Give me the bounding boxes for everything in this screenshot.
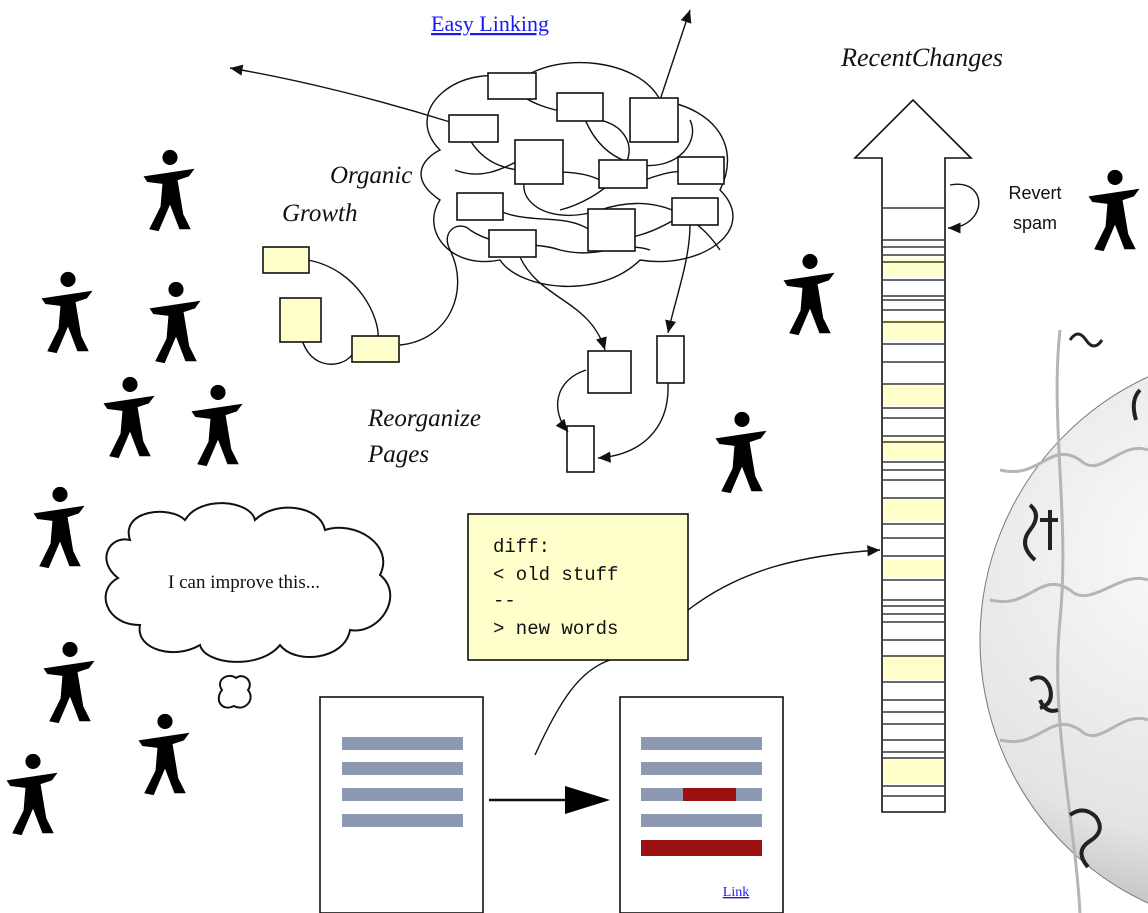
person-icon <box>143 149 195 232</box>
wiki-page-node <box>587 208 636 252</box>
revert-arrow-icon <box>947 183 980 234</box>
arrow-icon <box>565 786 610 814</box>
person-icon <box>33 486 85 569</box>
change-entry-highlight <box>883 500 944 522</box>
easy-linking-label[interactable]: Easy Linking <box>431 11 549 36</box>
diff-box: diff: < old stuff -- > new words <box>467 513 689 661</box>
wiki-page-node <box>556 92 604 122</box>
diff-callout-line <box>534 659 611 756</box>
new-page-node <box>262 246 310 274</box>
arrow-icon <box>659 9 692 101</box>
organic-label-line2: Growth <box>282 200 357 227</box>
change-entry-highlight <box>883 440 944 460</box>
thought-cloud-icon <box>104 502 392 709</box>
person-icon <box>715 411 767 494</box>
diff-to-changes-arrow <box>687 545 881 611</box>
person-icon <box>783 253 835 336</box>
recent-changes-title: RecentChanges <box>840 43 1003 72</box>
change-entry-highlight <box>883 385 944 405</box>
diff-line-1: diff: <box>493 536 550 558</box>
revert-label-line1: Revert <box>1008 183 1061 203</box>
page-link-cloud <box>229 9 734 351</box>
change-entry-highlight <box>883 320 944 340</box>
wiki-page-node <box>566 425 595 473</box>
revert-label-line2: spam <box>1013 213 1057 233</box>
person-icon <box>103 376 155 459</box>
globe-icon <box>979 329 1148 913</box>
wiki-page-node <box>456 192 504 221</box>
recent-changes-column <box>853 98 973 813</box>
reorganized-pages <box>555 335 685 473</box>
diff-line-2: < old stuff <box>493 564 618 586</box>
wiki-page-node <box>598 159 648 189</box>
diff-line-3: -- <box>493 590 516 612</box>
wiki-page-node <box>629 97 679 143</box>
arrow-icon <box>229 64 451 123</box>
page-link[interactable]: Link <box>723 885 749 900</box>
new-page-node <box>279 297 322 343</box>
change-entry-highlight <box>883 560 944 578</box>
person-icon <box>149 281 201 364</box>
organic-growth-pages <box>262 225 471 365</box>
wiki-page-node <box>677 156 725 185</box>
person-icon <box>41 271 93 354</box>
change-entry-highlight <box>883 258 944 276</box>
change-entry-highlight <box>883 655 944 680</box>
wiki-page-node <box>488 229 537 258</box>
change-entry-highlight <box>883 760 944 784</box>
person-icon <box>43 641 95 724</box>
thought-text: I can improve this... <box>168 572 320 593</box>
person-icon <box>138 713 190 796</box>
person-icon <box>6 753 58 836</box>
reorganize-label-line2: Pages <box>367 441 429 468</box>
person-icon <box>1088 169 1140 252</box>
wiki-page-node <box>448 114 499 143</box>
wiki-page-node <box>514 139 564 185</box>
wiki-page-node <box>587 350 632 394</box>
reorganize-label-line1: Reorganize <box>367 405 481 432</box>
page-before <box>319 696 484 913</box>
change-entries <box>883 207 944 797</box>
page-after <box>619 696 784 913</box>
new-page-node <box>351 335 400 363</box>
organic-label-line1: Organic <box>330 162 412 189</box>
person-icon <box>191 384 243 467</box>
diff-line-4: > new words <box>493 618 618 640</box>
wiki-page-node <box>656 335 685 384</box>
wiki-page-node <box>671 197 719 226</box>
wiki-page-node <box>487 72 537 100</box>
